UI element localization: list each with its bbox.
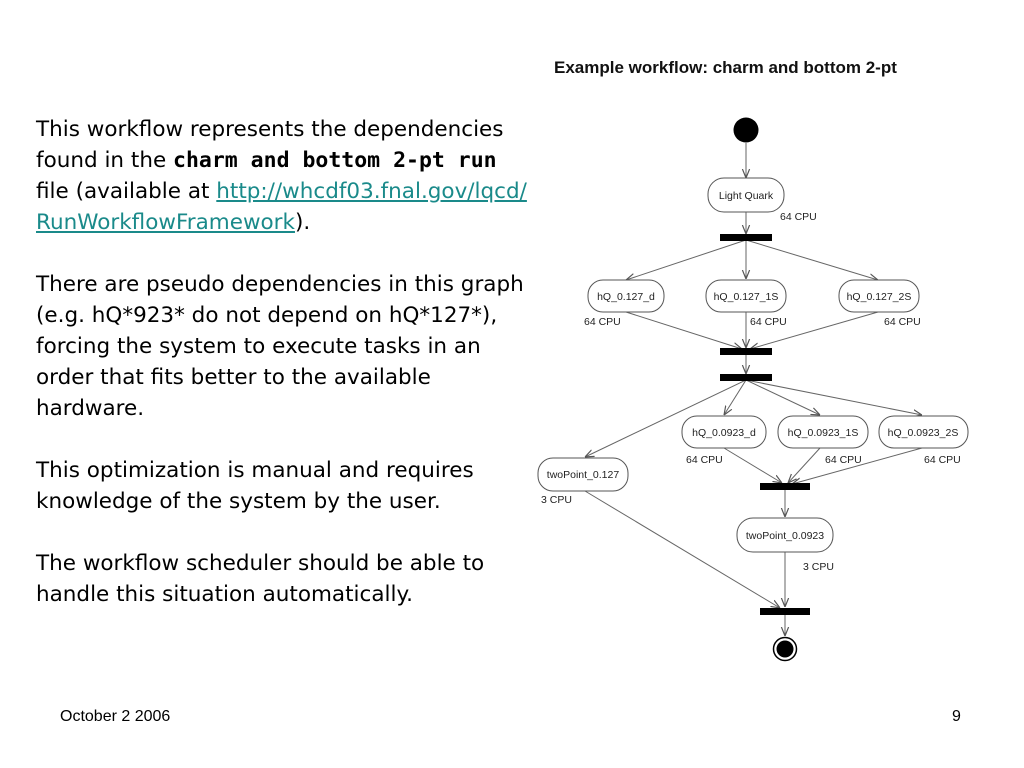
end-node-inner [776, 640, 794, 658]
node-label: hQ_0.127_d [597, 291, 655, 303]
cpu-label: 64 CPU [924, 454, 961, 466]
diagram-title: Example workflow: charm and bottom 2-pt [554, 58, 897, 77]
edges [585, 143, 922, 636]
edge-hq09231s-join2 [788, 447, 821, 483]
workflow-link[interactable]: http://whcdf03.fnal.gov/lqcd/RunWorkflow… [36, 179, 527, 235]
edge-hq0923d-join2 [723, 447, 782, 483]
paragraph-1: This workflow represents the dependencie… [36, 114, 536, 238]
paragraph-3: This optimization is manual and requires… [36, 458, 474, 514]
node-hq09231s: hQ_0.0923_1S 64 CPU [777, 415, 869, 466]
cpu-label: 64 CPU [780, 211, 817, 223]
edge-fork2-hq09232s [745, 379, 922, 415]
cpu-label: 64 CPU [584, 316, 621, 328]
edge-fork2-hq0923d [724, 379, 747, 415]
paragraph-1-text: This workflow represents the dependencie… [36, 117, 504, 173]
node-twopoint127: twoPoint_0.127 3 CPU [537, 457, 629, 506]
paragraph-1-text-after: file (available at [36, 179, 217, 204]
node-hq0923d: hQ_0.0923_d 64 CPU [681, 415, 767, 466]
paragraph-1-end: ). [294, 210, 311, 235]
edge-hq1272s-join1 [750, 311, 879, 349]
edge-hq127d-join1 [625, 311, 742, 349]
footer-date: October 2 2006 [60, 708, 171, 725]
join-bar-3 [760, 608, 810, 615]
cpu-label: 3 CPU [803, 561, 834, 573]
paragraph-4: The workflow scheduler should be able to… [36, 551, 485, 607]
cpu-label: 64 CPU [750, 316, 787, 328]
node-hq1271s: hQ_0.127_1S 64 CPU [705, 279, 787, 328]
cpu-label: 64 CPU [686, 454, 723, 466]
join-bar-1 [720, 348, 772, 355]
node-light-quark: Light Quark 64 CPU [707, 177, 817, 223]
edge-hq09232s-join2 [792, 447, 923, 484]
node-label: hQ_0.0923_1S [788, 427, 859, 439]
cpu-label: 3 CPU [541, 494, 572, 506]
edge-fork1-hq1272s [745, 239, 878, 280]
join-bar-2 [760, 483, 810, 490]
page-number: 9 [952, 708, 961, 725]
start-node [733, 117, 759, 143]
workflow-diagram: Light Quark 64 CPU hQ_0.127_d 64 CPU hQ_… [537, 117, 969, 662]
slide-text: This workflow represents the dependencie… [36, 114, 536, 641]
node-hq09232s: hQ_0.0923_2S 64 CPU [878, 415, 969, 466]
node-label: hQ_0.127_1S [714, 291, 779, 303]
paragraph-1-bold: charm and bottom 2-pt run [173, 148, 497, 173]
node-twopoint0923: twoPoint_0.0923 3 CPU [736, 517, 834, 573]
edge-fork2-hq09231s [745, 379, 820, 415]
edge-fork1-hq127d [626, 239, 747, 280]
cpu-label: 64 CPU [884, 316, 921, 328]
node-label: hQ_0.0923_2S [888, 427, 959, 439]
node-label: twoPoint_0.0923 [746, 530, 824, 542]
node-label: hQ_0.0923_d [692, 427, 756, 439]
fork-bar-1 [720, 234, 772, 241]
cpu-label: 64 CPU [825, 454, 862, 466]
edge-fork2-twopoint127 [585, 379, 747, 457]
fork-bar-2 [720, 374, 772, 381]
edge-twopoint127-join3 [584, 490, 780, 608]
node-label: twoPoint_0.127 [547, 469, 620, 481]
node-hq1272s: hQ_0.127_2S 64 CPU [838, 279, 921, 328]
node-label: Light Quark [719, 190, 774, 202]
node-label: hQ_0.127_2S [847, 291, 912, 303]
paragraph-2: There are pseudo dependencies in this gr… [36, 272, 524, 421]
node-hq127d: hQ_0.127_d 64 CPU [584, 279, 665, 328]
